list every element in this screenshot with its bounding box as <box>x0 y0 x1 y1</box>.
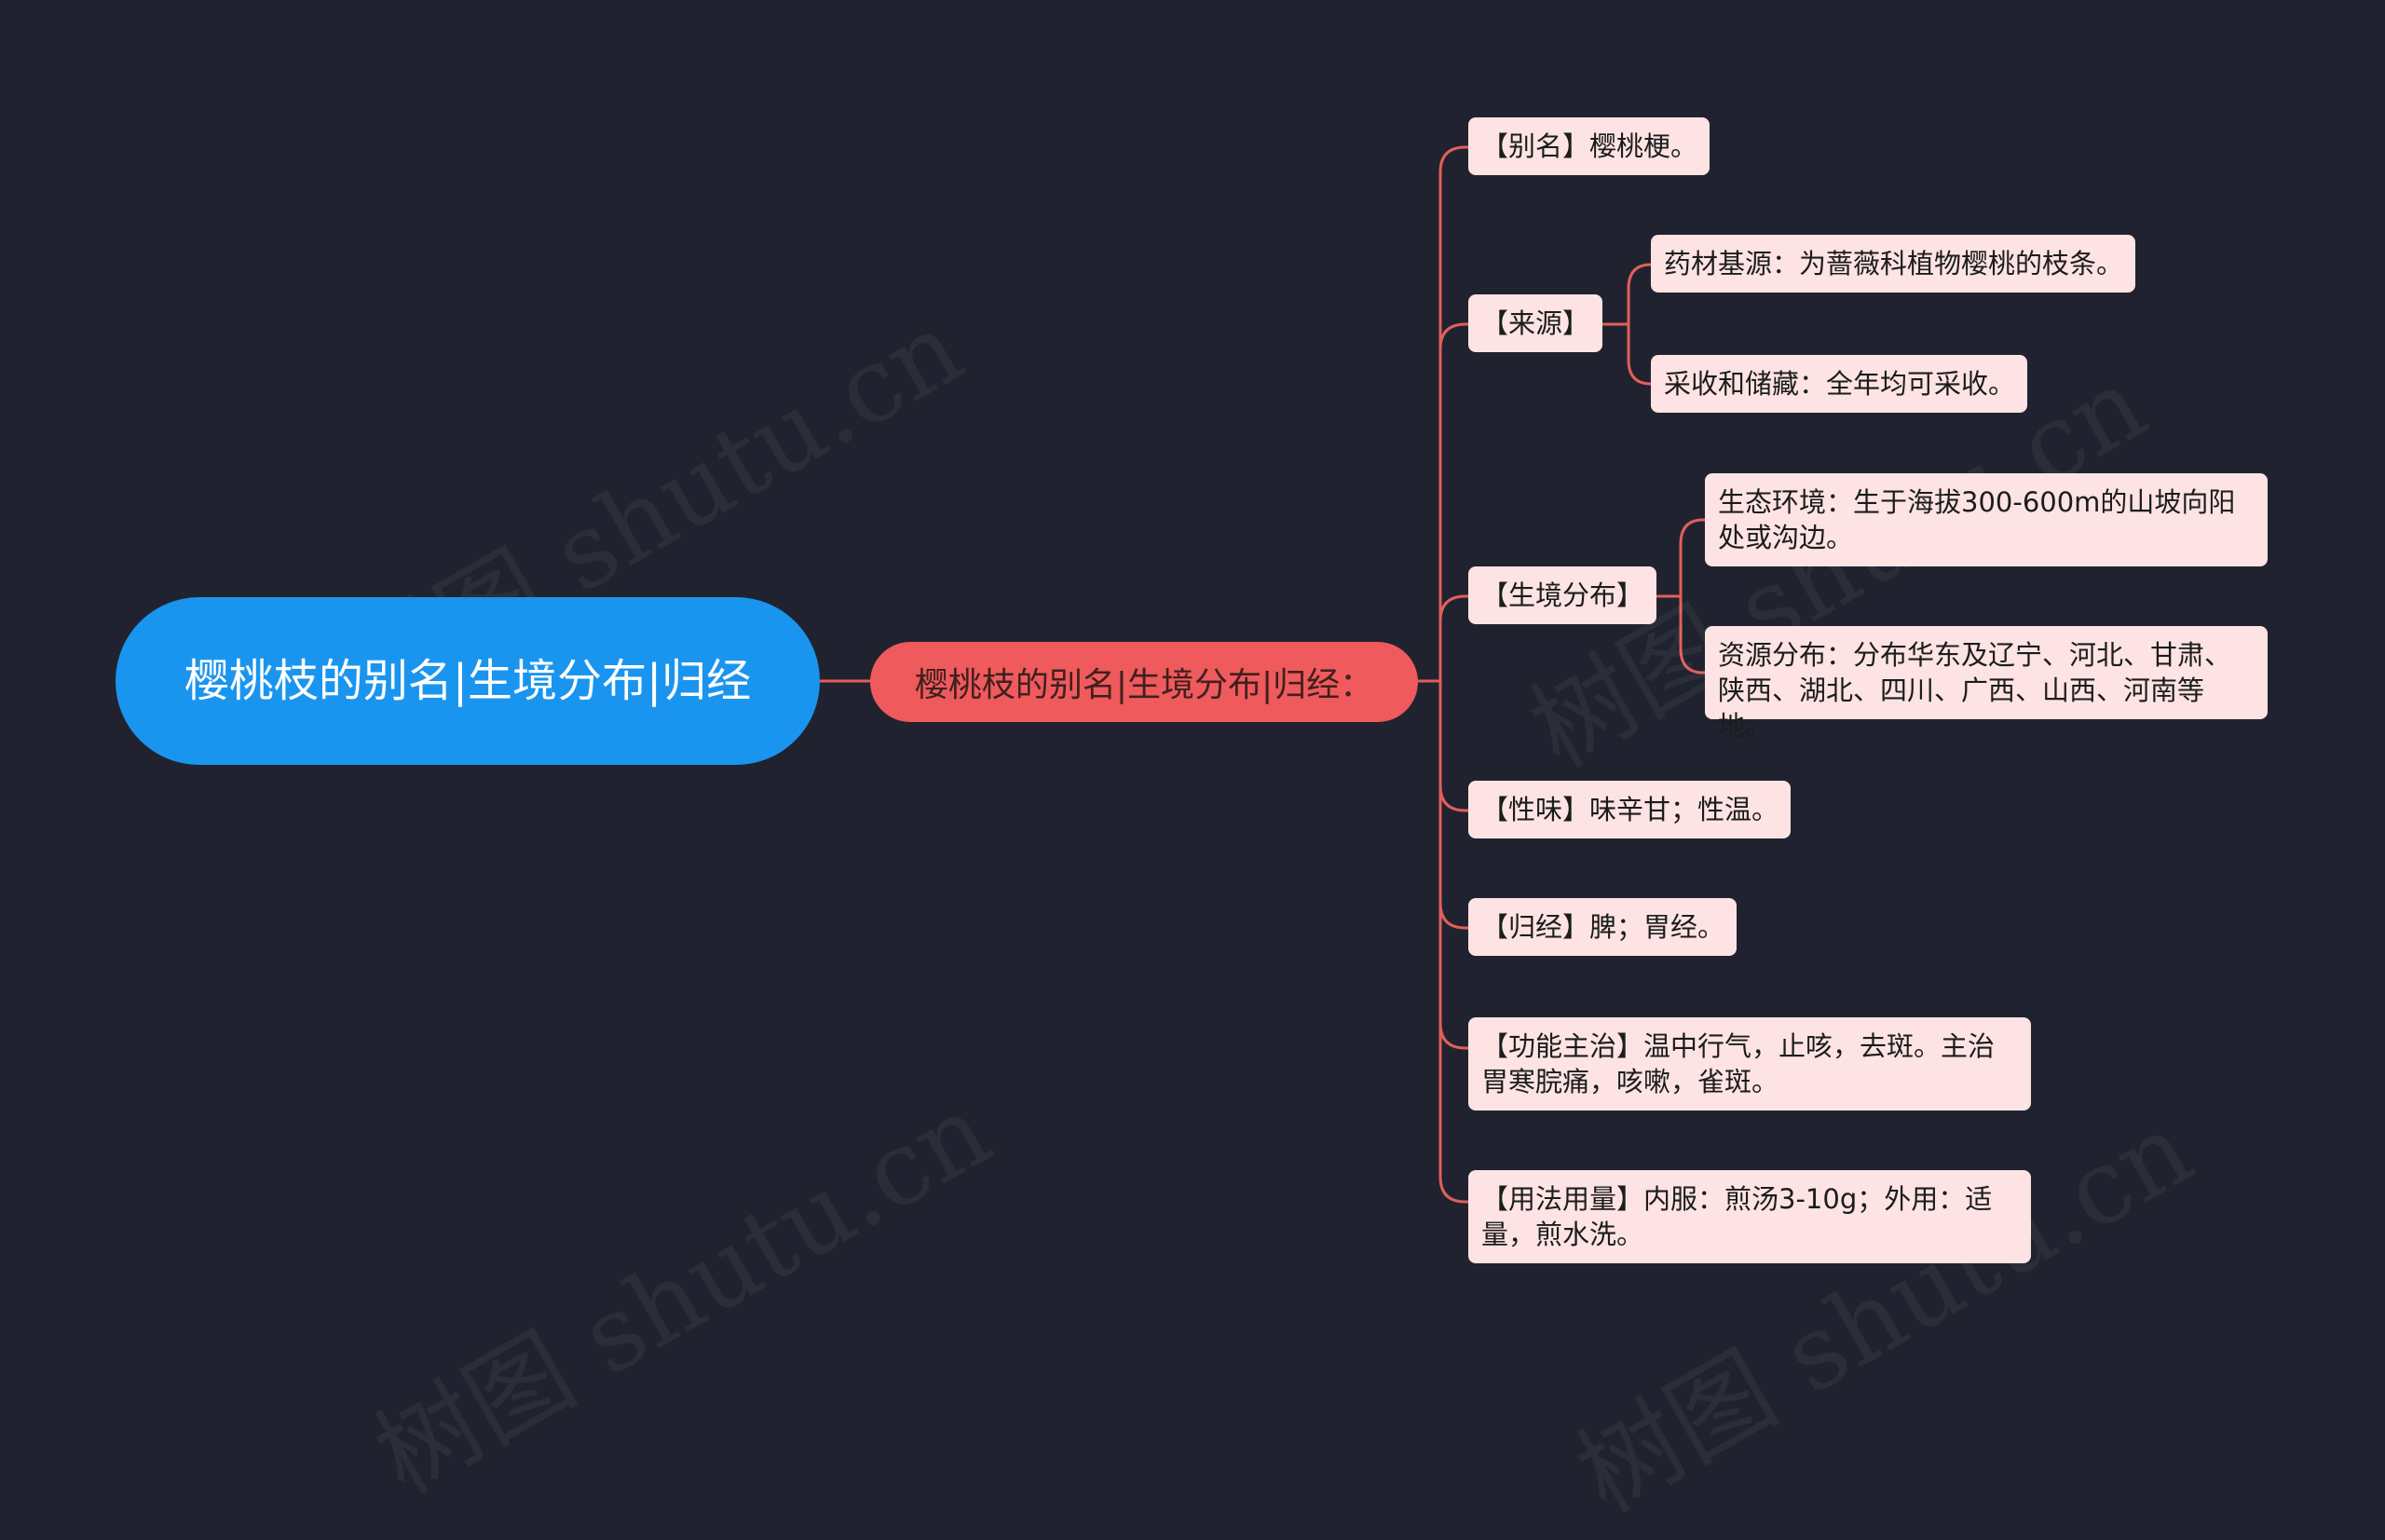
branch-connector-habitat <box>1438 594 1470 681</box>
node-source-material[interactable]: 药材基源：为蔷薇科植物樱桃的枝条。 <box>1651 235 2135 293</box>
branch-connector-meridian <box>1438 681 1470 930</box>
root-topic[interactable]: 樱桃枝的别名|生境分布|归经 <box>116 597 820 765</box>
node-taste[interactable]: 【性味】味辛甘；性温。 <box>1468 781 1791 838</box>
root-topic-label: 樱桃枝的别名|生境分布|归经 <box>184 655 752 707</box>
connector-lines <box>820 145 1707 1204</box>
node-alias[interactable]: 【别名】樱桃梗。 <box>1468 117 1710 175</box>
node-function[interactable]: 【功能主治】温中行气，止咳，去斑。主治胃寒脘痛，咳嗽，雀斑。 <box>1468 1017 2031 1111</box>
node-meridian[interactable]: 【归经】脾；胃经。 <box>1468 898 1737 956</box>
branch-connector-source <box>1438 322 1470 681</box>
branch-connector-taste <box>1438 681 1470 812</box>
node-habitat[interactable]: 【生境分布】 <box>1468 566 1656 624</box>
branch-connector-function <box>1438 681 1470 1050</box>
node-habitat-distribution[interactable]: 资源分布：分布华东及辽宁、河北、甘肃、陕西、湖北、四川、广西、山西、河南等地。 <box>1705 626 2268 742</box>
node-source-harvest[interactable]: 采收和储藏：全年均可采收。 <box>1651 355 2027 413</box>
mindmap-canvas: 树图 shutu.cn 树图 shutu.cn 树图 shutu.cn 树图 s… <box>116 117 2268 1535</box>
habitat-env-connector <box>1679 518 1707 596</box>
main-branch-topic[interactable]: 樱桃枝的别名|生境分布|归经： <box>870 642 1418 722</box>
node-usage[interactable]: 【用法用量】内服：煎汤3-10g；外用：适量，煎水洗。 <box>1468 1170 2031 1263</box>
source-material-connector <box>1627 263 1653 324</box>
main-branch-label: 樱桃枝的别名|生境分布|归经： <box>914 666 1374 704</box>
node-source[interactable]: 【来源】 <box>1468 294 1602 352</box>
node-habitat-environment[interactable]: 生态环境：生于海拔300-600m的山坡向阳处或沟边。 <box>1705 473 2268 566</box>
branch-connector-alias <box>1438 145 1470 681</box>
source-harvest-connector <box>1627 324 1653 386</box>
habitat-dist-connector <box>1679 596 1707 675</box>
branch-connector-usage <box>1438 681 1470 1204</box>
